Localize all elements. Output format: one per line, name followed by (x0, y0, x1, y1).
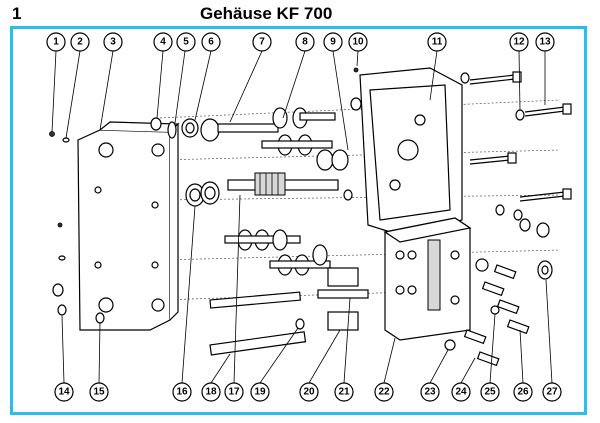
svg-text:5: 5 (183, 37, 189, 48)
svg-text:4: 4 (160, 37, 166, 48)
svg-text:26: 26 (517, 387, 529, 398)
callout-22: 22 (374, 382, 394, 402)
callout-8: 8 (295, 32, 315, 52)
svg-text:7: 7 (259, 37, 265, 48)
callout-16: 16 (172, 382, 192, 402)
svg-text:18: 18 (205, 387, 217, 398)
callout-14: 14 (54, 382, 74, 402)
svg-text:6: 6 (208, 37, 214, 48)
svg-text:25: 25 (484, 387, 496, 398)
svg-text:3: 3 (110, 37, 116, 48)
callout-25: 25 (480, 382, 500, 402)
tie-rods (209, 291, 307, 356)
callout-19: 19 (250, 382, 270, 402)
callout-15: 15 (89, 382, 109, 402)
page-title: Gehäuse KF 700 (200, 4, 333, 23)
bearing-block (383, 217, 472, 341)
long-bolts (460, 71, 572, 221)
svg-text:13: 13 (539, 37, 551, 48)
callout-1: 1 (46, 32, 66, 52)
callout-7: 7 (252, 32, 272, 52)
callout-9: 9 (323, 32, 343, 52)
center-housing (343, 67, 463, 236)
callout-18: 18 (201, 382, 221, 402)
leader-lines (51, 50, 553, 384)
svg-text:23: 23 (424, 387, 436, 398)
svg-text:2: 2 (77, 37, 83, 48)
left-small-parts (49, 117, 199, 324)
svg-text:11: 11 (432, 37, 443, 48)
svg-text:24: 24 (455, 387, 467, 398)
callout-24: 24 (451, 382, 471, 402)
callout-2: 2 (70, 32, 90, 52)
svg-text:8: 8 (302, 37, 308, 48)
callout-20: 20 (299, 382, 319, 402)
svg-text:22: 22 (378, 387, 390, 398)
callout-10: 10 (348, 32, 368, 52)
svg-text:12: 12 (513, 37, 525, 48)
callout-23: 23 (420, 382, 440, 402)
guide-rails (317, 267, 369, 331)
callout-6: 6 (201, 32, 221, 52)
callout-27: 27 (542, 382, 562, 402)
svg-text:1: 1 (53, 37, 59, 48)
callout-12: 12 (509, 32, 529, 52)
svg-text:9: 9 (330, 37, 336, 48)
left-housing-plate (77, 121, 180, 331)
page-number: 1 (12, 4, 22, 23)
drive-shafts (200, 107, 349, 276)
svg-text:27: 27 (546, 387, 558, 398)
callout-4: 4 (153, 32, 173, 52)
assembly-axis-lines (159, 99, 561, 301)
svg-text:21: 21 (338, 387, 350, 398)
bearings-left (185, 181, 220, 207)
callout-3: 3 (103, 32, 123, 52)
svg-text:19: 19 (254, 387, 266, 398)
svg-text:20: 20 (303, 387, 315, 398)
callout-17: 17 (224, 382, 244, 402)
svg-text:14: 14 (58, 387, 70, 398)
svg-text:16: 16 (176, 387, 188, 398)
svg-text:15: 15 (93, 387, 105, 398)
callout-26: 26 (513, 382, 533, 402)
callout-5: 5 (176, 32, 196, 52)
svg-text:10: 10 (352, 37, 364, 48)
small-screws (444, 218, 553, 367)
callout-11: 11 (427, 32, 447, 52)
callout-13: 13 (535, 32, 555, 52)
callout-21: 21 (334, 382, 354, 402)
svg-text:17: 17 (228, 387, 240, 398)
